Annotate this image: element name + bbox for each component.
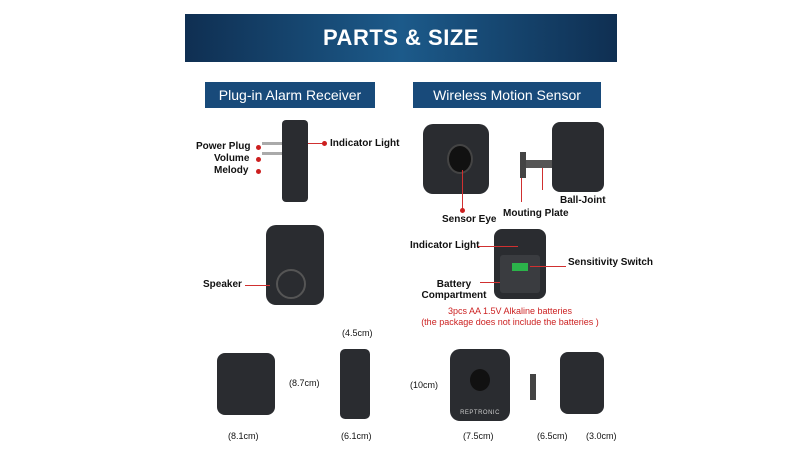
sensitivity-switch-icon xyxy=(512,263,528,271)
brand-logo: REPTRONIC xyxy=(460,410,500,416)
callout-line xyxy=(521,178,522,202)
dimension-receiver-side: (6.1cm) xyxy=(341,431,372,441)
label-sensor-eye: Sensor Eye xyxy=(442,214,497,225)
label-receiver-indicator: Indicator Light xyxy=(330,138,400,149)
callout-dot xyxy=(322,141,327,146)
ball-joint xyxy=(526,160,552,168)
callout-line xyxy=(542,168,543,190)
receiver-angled-view xyxy=(266,225,324,305)
mounting-plate xyxy=(520,152,526,178)
receiver-front-view xyxy=(217,353,275,415)
mounting-plate xyxy=(530,374,536,400)
label-melody: Melody xyxy=(214,165,249,176)
label-volume: Volume xyxy=(214,153,250,164)
label-speaker: Speaker xyxy=(203,279,242,290)
receiver-plug-prong xyxy=(262,142,282,145)
callout-dot xyxy=(256,145,261,150)
sensor-side-dimension-view xyxy=(560,352,604,414)
dimension-receiver-depth: (4.5cm) xyxy=(342,328,373,338)
sensor-front-lens xyxy=(470,369,490,391)
callout-line xyxy=(462,170,463,210)
dimension-sensor-height: (10cm) xyxy=(410,380,439,390)
label-battery-compartment: Battery Compartment xyxy=(421,279,487,301)
dimension-sensor-width: (7.5cm) xyxy=(463,431,494,441)
battery-note-line2: (the package does not include the batter… xyxy=(421,317,599,327)
receiver-side-dimension-view xyxy=(340,349,370,419)
label-mounting-plate: Mouting Plate xyxy=(503,208,569,219)
page-title: PARTS & SIZE xyxy=(185,14,617,62)
label-sensitivity-switch: Sensitivity Switch xyxy=(568,257,654,268)
speaker-grille xyxy=(276,269,306,299)
callout-line xyxy=(308,143,324,144)
sensor-front-view: REPTRONIC xyxy=(450,349,510,421)
sensor-side-view xyxy=(552,122,604,192)
receiver-plug-prong xyxy=(262,152,282,155)
label-ball-joint: Ball-Joint xyxy=(560,195,606,206)
receiver-side-view xyxy=(282,120,308,202)
callout-dot xyxy=(256,157,261,162)
callout-line xyxy=(480,282,500,283)
dimension-receiver-width: (8.1cm) xyxy=(228,431,259,441)
section-title-receiver: Plug-in Alarm Receiver xyxy=(205,82,375,108)
sensor-lens xyxy=(447,144,473,174)
dimension-receiver-height: (8.7cm) xyxy=(289,378,320,388)
label-power-plug: Power Plug xyxy=(196,141,251,152)
callout-dot xyxy=(460,208,465,213)
dimension-sensor-depth2: (3.0cm) xyxy=(586,431,617,441)
dimension-sensor-depth: (6.5cm) xyxy=(537,431,568,441)
battery-note-line1: 3pcs AA 1.5V Alkaline batteries xyxy=(447,306,573,316)
callout-line xyxy=(478,246,518,247)
sensor-angled-view xyxy=(423,124,489,194)
callout-dot xyxy=(256,169,261,174)
label-sensor-indicator: Indicator Light xyxy=(410,240,480,251)
section-title-sensor: Wireless Motion Sensor xyxy=(413,82,601,108)
callout-line xyxy=(245,285,270,286)
callout-line xyxy=(530,266,566,267)
sensor-open-back xyxy=(494,229,546,299)
battery-compartment xyxy=(500,255,540,293)
